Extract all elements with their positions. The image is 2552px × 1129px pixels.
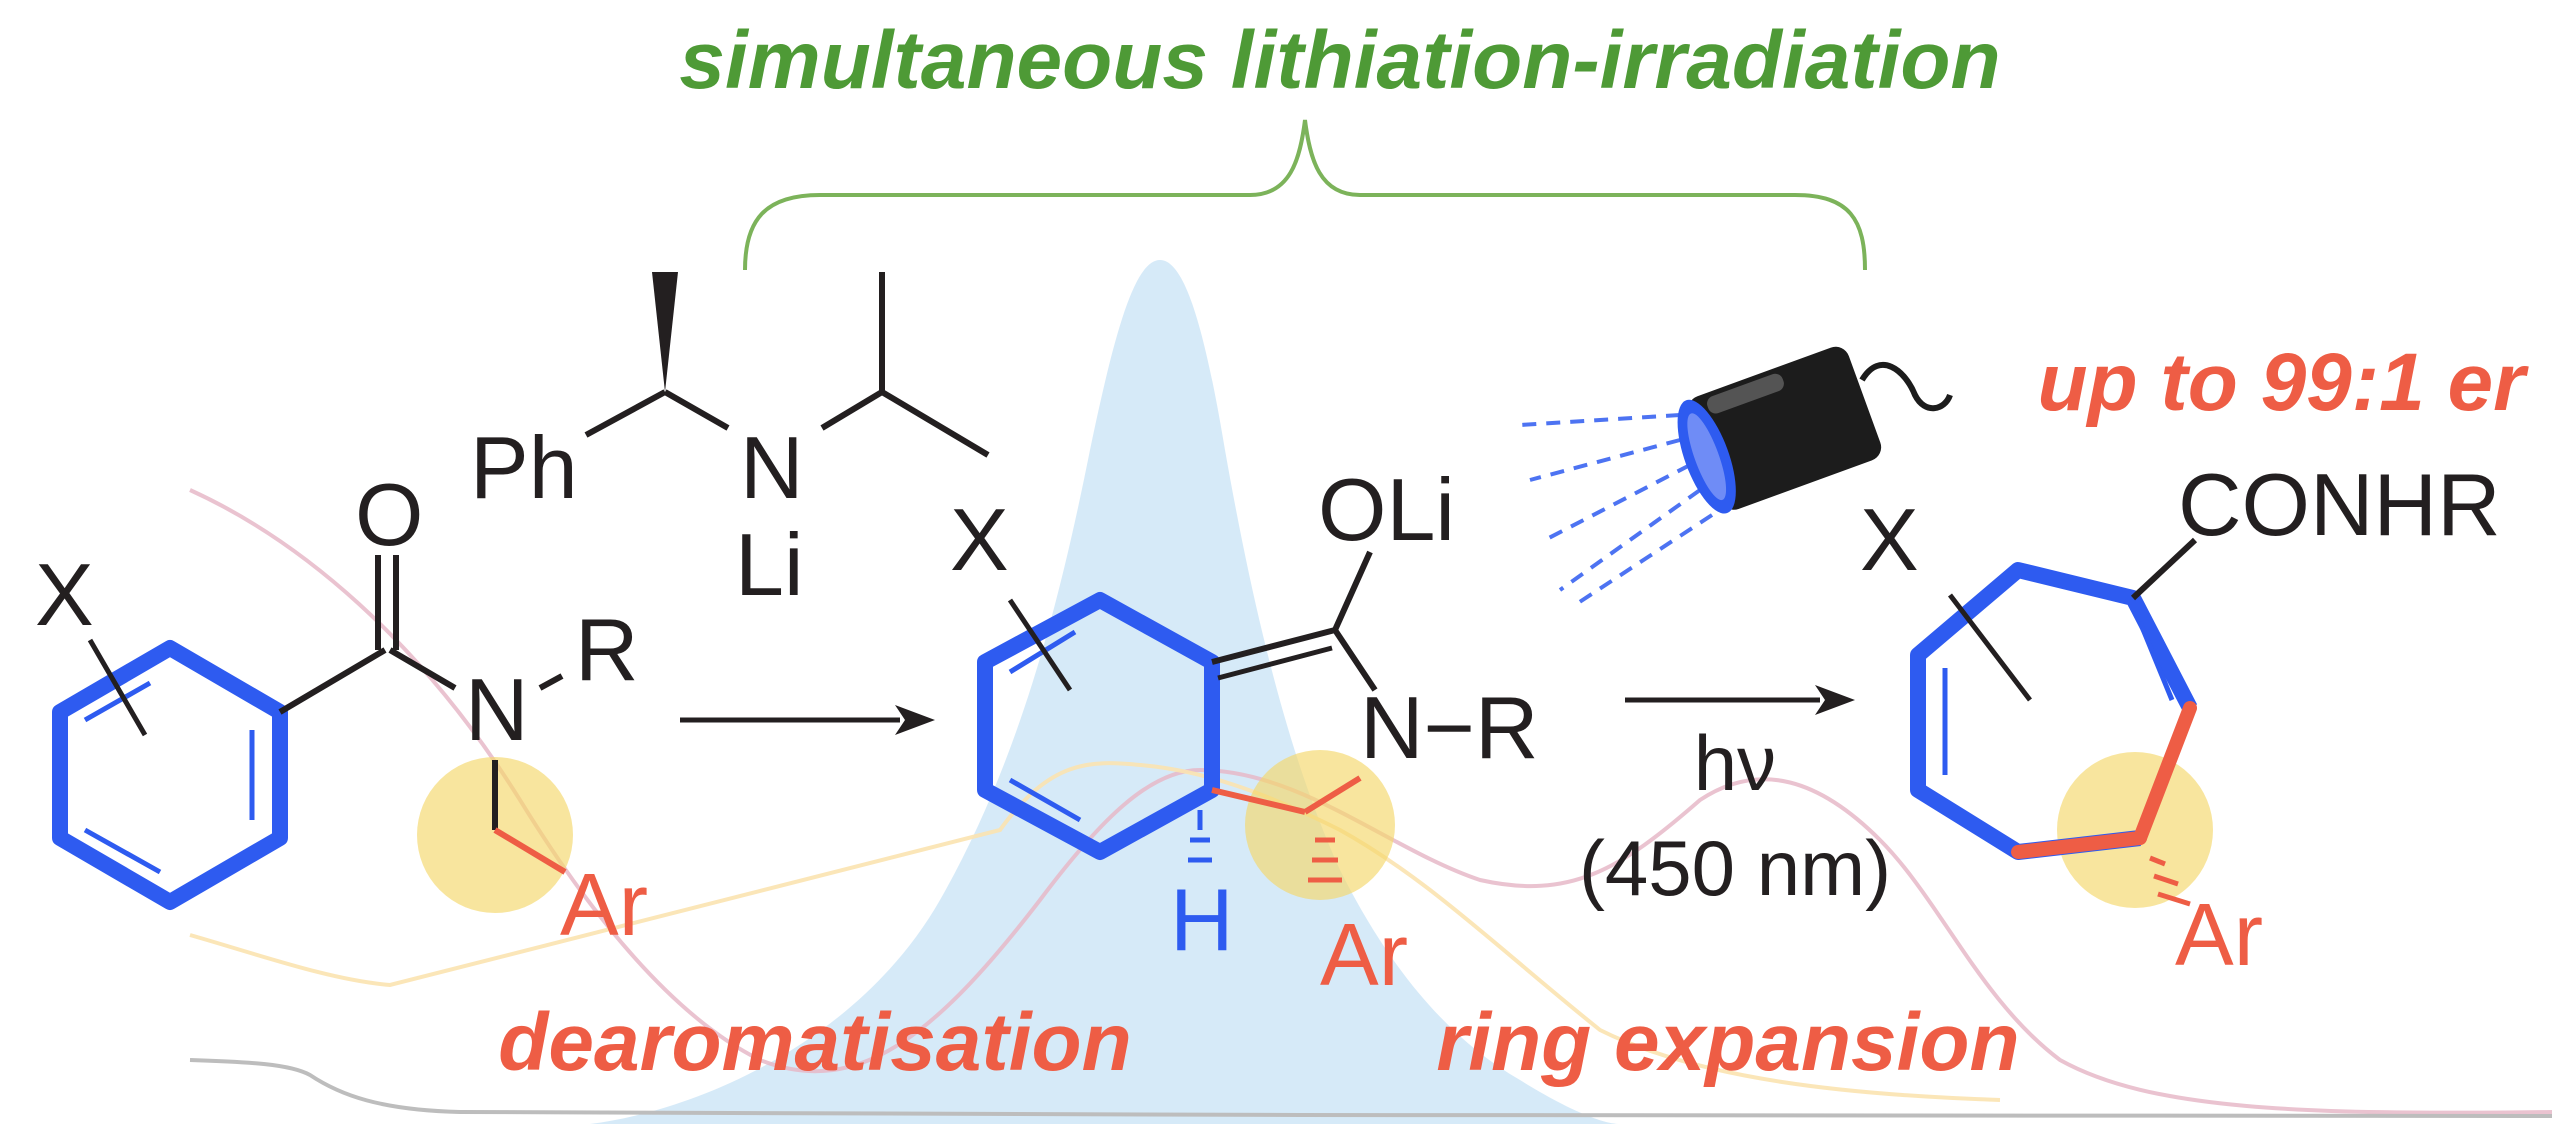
reaction-arrow-icon: [1815, 685, 1855, 715]
benzylic-bond: [493, 827, 567, 875]
light-ray-icon: [1519, 413, 1714, 607]
chiral-base: Ph N Li: [470, 272, 990, 614]
prod-bond: [2130, 537, 2198, 601]
lamp-icon: [1519, 346, 1953, 607]
x-substituent-bond: [1007, 598, 1073, 692]
prod-x-label: X: [1860, 490, 1919, 589]
ring-bond: [1303, 775, 1362, 815]
sm-ar-label: Ar: [560, 855, 648, 954]
aromatic-inner-bond: [83, 680, 152, 723]
sm-n-label: N: [465, 660, 529, 759]
base-bond: [663, 389, 730, 431]
new-ring-bond: [2133, 701, 2197, 845]
base-bond: [880, 389, 990, 458]
diene-inner-bond: [1008, 777, 1082, 823]
product: X CONHR Ar: [1860, 455, 2501, 984]
sm-r-label: R: [575, 600, 639, 699]
int-bond: [1332, 628, 1378, 692]
reaction-arrow-1: [680, 705, 935, 735]
process-title: simultaneous lithiation-irradiation: [679, 15, 2000, 106]
blue-emission-spectrum: [590, 260, 1620, 1124]
triene-inner-bond: [2137, 621, 2175, 701]
int-x-label: X: [950, 490, 1009, 589]
new-ring-bond: [2011, 831, 2147, 859]
hash-bond: [2157, 891, 2191, 907]
step-dearomatisation-label: dearomatisation: [498, 997, 1131, 1088]
lamp-highlight: [1707, 373, 1784, 414]
x-substituent-bond: [1948, 593, 2032, 702]
title-brace: [743, 119, 1867, 271]
lamp-lens-inner: [1687, 413, 1727, 501]
x-substituent-bond: [87, 638, 148, 737]
wedge-bond: [652, 272, 678, 392]
grey-spectrum-curve: [189, 1058, 2552, 1118]
step-ring-expansion-label: ring expansion: [1436, 997, 2019, 1088]
prod-conhr-label: CONHR: [2178, 455, 2501, 554]
product-highlight: [2057, 752, 2213, 908]
int-bond: [1332, 550, 1373, 632]
sm-bond: [278, 647, 387, 715]
int-ar-label: Ar: [1320, 905, 1408, 1004]
reaction-arrow-2: hν (450 nm): [1579, 685, 1891, 912]
benzene-ring: [52, 640, 288, 910]
light-symbol-label: hν: [1694, 719, 1776, 807]
ring-bond: [1211, 787, 1306, 815]
starting-material: X O N R Ar: [35, 465, 648, 954]
intermediate-highlight: [1245, 750, 1395, 900]
sm-bond: [388, 647, 457, 691]
prod-ar-label: Ar: [2175, 885, 2263, 984]
selectivity-label: up to 99:1 er: [2037, 337, 2529, 428]
sm-bond: [538, 673, 564, 691]
sm-o-label: O: [355, 465, 423, 564]
int-h-label: H: [1170, 870, 1234, 969]
enolate-double-bond: [1217, 645, 1333, 681]
benzylic-highlight: [417, 757, 573, 913]
base-bond: [820, 389, 884, 431]
reaction-arrow-icon: [895, 705, 935, 735]
base-li-label: Li: [735, 515, 804, 614]
hash-bond: [2149, 855, 2166, 867]
lamp-cable: [1859, 362, 1953, 412]
int-oli-label: OLi: [1318, 460, 1455, 559]
base-n-label: N: [740, 418, 804, 517]
enolate-double-bond: [1211, 627, 1336, 665]
hash-bond: [2153, 873, 2179, 887]
base-ph-label: Ph: [470, 418, 578, 517]
enolate-intermediate: X OLi N−R H Ar: [950, 460, 1539, 1004]
sm-x-label: X: [35, 545, 94, 644]
aromatic-inner-bond: [83, 827, 162, 875]
wavelength-label: (450 nm): [1579, 824, 1891, 912]
int-nr-label: N−R: [1360, 678, 1539, 777]
base-bond: [584, 389, 667, 438]
